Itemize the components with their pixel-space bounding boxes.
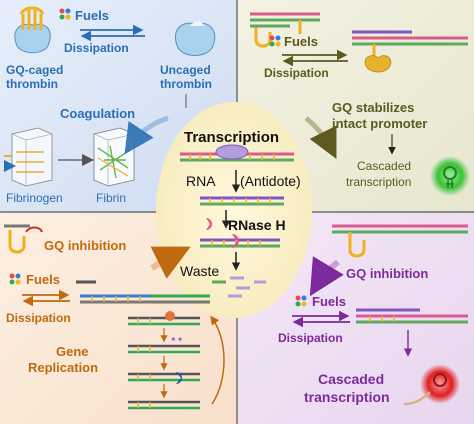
br-cascaded-line2: transcription	[304, 389, 390, 405]
bl-fuel-dots-icon	[9, 273, 21, 285]
br-flow-arrow	[309, 256, 344, 297]
tl-coagulation-label: Coagulation	[60, 106, 135, 121]
tl-fibrin-label: Fibrin	[96, 191, 126, 205]
bl-gene-line1: Gene	[56, 344, 89, 359]
bl-gene-line2: Replication	[28, 360, 98, 375]
br-cascaded-line1: Cascaded	[318, 371, 384, 387]
tl-uncaged-line2: thrombin	[160, 77, 212, 91]
tl-fibrin-tube-icon	[93, 127, 135, 187]
center-promoter-dna	[180, 144, 294, 162]
tl-dissipation-label: Dissipation	[64, 41, 129, 55]
tr-fuel-dots-icon	[269, 35, 281, 47]
tl-fibrinogen-label: Fibrinogen	[6, 191, 63, 205]
br-dissipation-label: Dissipation	[278, 331, 343, 345]
tr-dissipation-label: Dissipation	[264, 66, 329, 80]
br-active-dna	[356, 308, 468, 324]
center-waste-fragments	[212, 276, 266, 298]
tr-stabilizes-line1: GQ stabilizes	[332, 100, 414, 115]
svg-text:✶✶: ✶✶	[170, 335, 183, 344]
br-fuel-dots-icon	[295, 295, 307, 307]
br-fuels-label: Fuels	[312, 294, 346, 309]
center-rnase-label: RNase H	[228, 217, 286, 233]
tr-cascaded-line1: Cascaded	[357, 159, 411, 173]
bl-flow-arrow	[150, 246, 191, 279]
bl-fuels-label: Fuels	[26, 272, 60, 287]
center-ellipse	[156, 102, 312, 318]
tl-flow-arrow	[124, 115, 169, 155]
center-transcription-label: Transcription	[184, 129, 279, 146]
center-rna-dna-duplex	[200, 196, 284, 206]
center-enzyme-icon	[206, 218, 212, 230]
bl-inhibition-label: GQ inhibition	[44, 238, 126, 253]
tr-stabilized-promoter-dna	[352, 30, 468, 73]
tl-uncaged-thrombin-icon	[174, 21, 216, 56]
bl-replication-template	[76, 280, 210, 304]
bl-inhibition-dna	[4, 224, 43, 254]
tr-flow-arrow	[304, 116, 337, 159]
center-waste-label: Waste	[180, 263, 219, 279]
tl-fuels-label: Fuels	[75, 8, 109, 23]
tl-fibrinogen-tube-icon	[4, 127, 53, 187]
tr-fuels-label: Fuels	[284, 34, 318, 49]
tl-fuel-dots-icon	[59, 8, 71, 20]
tl-caged-line1: GQ-caged	[6, 63, 63, 77]
tr-stabilizes-line2: intact promoter	[332, 116, 427, 131]
tl-caged-thrombin-icon	[14, 6, 51, 54]
tl-uncaged-line1: Uncaged	[160, 63, 211, 77]
br-inhibition-label: GQ inhibition	[346, 266, 428, 281]
center-antidote-label: (Antidote)	[240, 173, 301, 189]
tr-cascaded-line2: transcription	[346, 175, 411, 189]
tr-green-glow-icon	[430, 156, 470, 196]
br-inhibition-dna	[332, 224, 468, 258]
br-red-glow-icon	[403, 364, 460, 406]
center-cleavage-complex	[200, 234, 280, 248]
tl-caged-line2: thrombin	[6, 77, 58, 91]
center-rna-label: RNA	[186, 173, 216, 189]
bl-replication-cycle: ✶✶	[128, 311, 225, 410]
tr-promoter-dna	[250, 12, 320, 48]
bl-dissipation-label: Dissipation	[6, 311, 71, 325]
